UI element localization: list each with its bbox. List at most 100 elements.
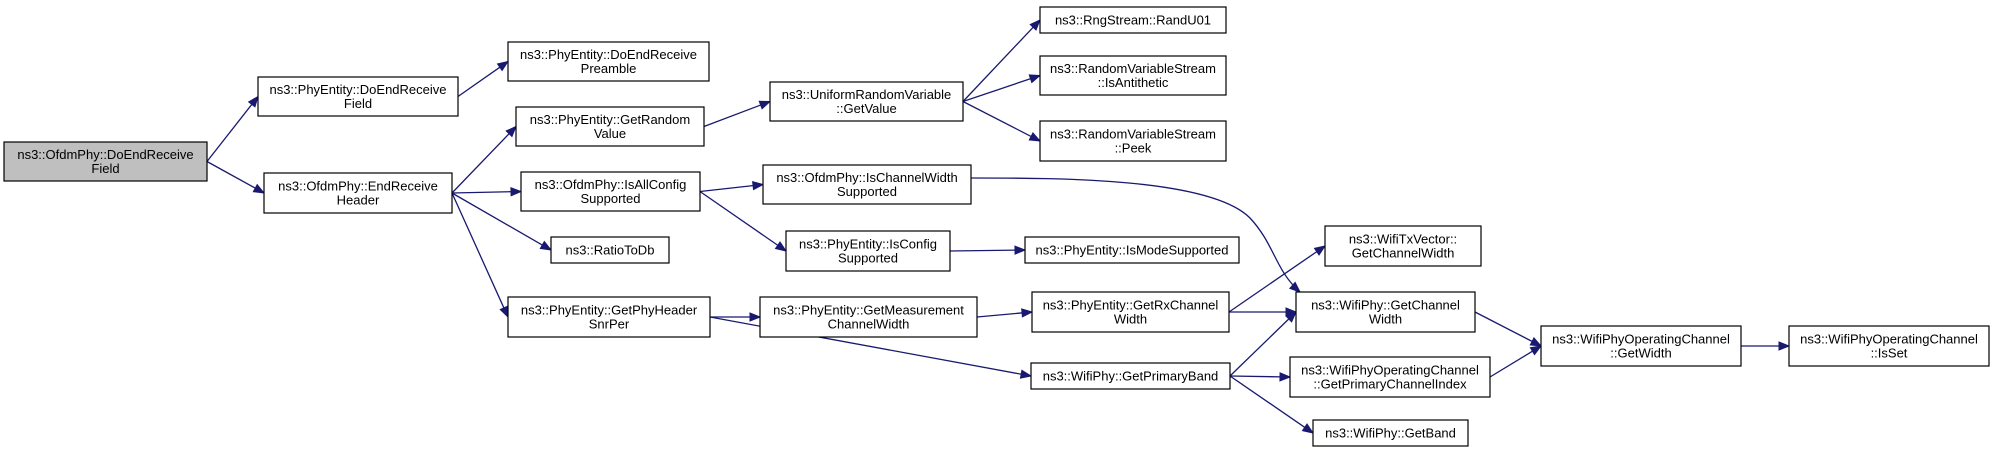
node-box bbox=[1031, 291, 1230, 333]
node-box bbox=[1540, 325, 1742, 367]
node-rngstream-randu01[interactable]: ns3::RngStream::RandU01 bbox=[1039, 6, 1227, 34]
node-label: ns3::PhyEntity::IsModeSupported bbox=[1036, 243, 1229, 258]
node-box bbox=[515, 106, 705, 147]
node-uniformrandomvariable-getvalue[interactable]: ns3::UniformRandomVariable::GetValue bbox=[769, 81, 964, 122]
node-phyentity-getmeasurementchannelwidth[interactable]: ns3::PhyEntity::GetMeasurementChannelWid… bbox=[759, 296, 978, 338]
edge-n19-n18 bbox=[1229, 311, 1297, 377]
node-wifiphy-getprimaryband[interactable]: ns3::WifiPhy::GetPrimaryBand bbox=[1030, 362, 1231, 390]
node-box bbox=[762, 164, 972, 205]
edge-line bbox=[1489, 350, 1534, 378]
node-label: ns3::WifiPhyOperatingChannel bbox=[1552, 332, 1730, 347]
node-label: Preamble bbox=[581, 61, 637, 76]
edge-arrowhead bbox=[1288, 281, 1302, 293]
node-wifiphyoperatingchannel-isset[interactable]: ns3::WifiPhyOperatingChannel::IsSet bbox=[1788, 325, 1990, 367]
edge-n10-n18 bbox=[970, 177, 1302, 293]
node-label: ns3::WifiPhyOperatingChannel bbox=[1301, 363, 1479, 378]
edge-arrowhead bbox=[1028, 131, 1042, 142]
edge-n3-n14 bbox=[451, 192, 509, 319]
node-box bbox=[1324, 225, 1482, 267]
node-label: ns3::RandomVariableStream bbox=[1050, 61, 1216, 76]
edge-line bbox=[206, 103, 253, 162]
node-label: ns3::PhyEntity::DoEndReceive bbox=[269, 82, 446, 97]
edge-n11-n12 bbox=[949, 245, 1027, 255]
node-wifiphy-getband[interactable]: ns3::WifiPhy::GetBand bbox=[1312, 419, 1469, 447]
node-label: ::GetWidth bbox=[1610, 346, 1671, 361]
node-label: ns3::PhyEntity::GetPhyHeader bbox=[521, 303, 698, 318]
node-box bbox=[1024, 236, 1240, 264]
edge-n5-n7 bbox=[962, 74, 1042, 103]
node-wifiphy-getchannelwidth[interactable]: ns3::WifiPhy::GetChannelWidth bbox=[1295, 291, 1476, 333]
edge-n3-n9 bbox=[451, 186, 523, 197]
edge-line bbox=[699, 184, 755, 193]
edge-line bbox=[457, 66, 501, 98]
node-box bbox=[1312, 419, 1469, 447]
edge-n1-n2 bbox=[457, 60, 510, 98]
node-box bbox=[1039, 55, 1227, 96]
node-ratiotodb[interactable]: ns3::RatioToDb bbox=[550, 236, 670, 264]
node-phyentity-ismodesupported[interactable]: ns3::PhyEntity::IsModeSupported bbox=[1024, 236, 1240, 264]
edge-arrowhead bbox=[499, 305, 509, 319]
edge-line bbox=[962, 100, 1033, 138]
edge-n0-n3 bbox=[206, 160, 266, 194]
node-box bbox=[1030, 362, 1231, 390]
edge-line bbox=[451, 192, 544, 247]
edge-n0-n1 bbox=[206, 95, 259, 162]
edge-arrowhead bbox=[1301, 423, 1315, 434]
node-wifitxvector-getchannelwidth[interactable]: ns3::WifiTxVector::GetChannelWidth bbox=[1324, 225, 1482, 267]
node-label: ns3::WifiPhy::GetBand bbox=[1325, 426, 1456, 441]
edge-arrowhead bbox=[749, 312, 762, 322]
node-label: ns3::UniformRandomVariable bbox=[782, 87, 952, 102]
edges-layer bbox=[206, 19, 1791, 434]
node-label: ::Peek bbox=[1115, 141, 1152, 156]
nodes-layer: ns3::OfdmPhy::DoEndReceiveFieldns3::PhyE… bbox=[3, 6, 1990, 447]
node-box bbox=[263, 172, 453, 214]
edge-arrowhead bbox=[752, 180, 765, 191]
node-wifiphyoperatingchannel-getprimarychannelindex[interactable]: ns3::WifiPhyOperatingChannel::GetPrimary… bbox=[1289, 356, 1491, 398]
node-label: GetChannelWidth bbox=[1352, 246, 1455, 261]
node-randomvariablestream-isantithetic[interactable]: ns3::RandomVariableStream::IsAntithetic bbox=[1039, 55, 1227, 96]
edge-n3-n13 bbox=[451, 192, 553, 251]
node-label: ns3::PhyEntity::DoEndReceive bbox=[520, 47, 697, 62]
node-box bbox=[759, 296, 978, 338]
node-label: Value bbox=[594, 126, 626, 141]
edge-arrowhead bbox=[496, 60, 510, 72]
edge-arrowhead bbox=[1285, 311, 1297, 323]
edge-n18-n22 bbox=[1474, 311, 1543, 347]
edge-n20-n22 bbox=[1489, 345, 1543, 378]
node-label: ns3::RngStream::RandU01 bbox=[1055, 13, 1211, 28]
node-label: Supported bbox=[581, 191, 641, 206]
edge-n22-n23 bbox=[1741, 341, 1791, 351]
node-label: ::GetPrimaryChannelIndex bbox=[1313, 377, 1467, 392]
edge-line bbox=[1229, 375, 1306, 429]
node-box bbox=[785, 230, 951, 272]
edge-arrowhead bbox=[1778, 341, 1791, 351]
edge-n16-n18 bbox=[1229, 307, 1298, 317]
node-label: ns3::RatioToDb bbox=[566, 243, 655, 258]
node-label: ns3::WifiPhyOperatingChannel bbox=[1800, 332, 1978, 347]
edge-line bbox=[1474, 311, 1534, 343]
edge-arrowhead bbox=[505, 125, 517, 138]
edge-line bbox=[451, 191, 513, 194]
edge-n15-n16 bbox=[976, 308, 1034, 318]
edge-arrowhead bbox=[1313, 245, 1327, 256]
node-label: ChannelWidth bbox=[828, 317, 910, 332]
node-randomvariablestream-peek[interactable]: ns3::RandomVariableStream::Peek bbox=[1039, 120, 1227, 162]
node-box bbox=[769, 81, 964, 122]
edge-arrowhead bbox=[252, 183, 266, 194]
node-label: ns3::PhyEntity::GetRandom bbox=[530, 112, 690, 127]
node-wifiphyoperatingchannel-getwidth[interactable]: ns3::WifiPhyOperatingChannel::GetWidth bbox=[1540, 325, 1742, 367]
edge-arrowhead bbox=[774, 241, 788, 252]
edge-arrowhead bbox=[539, 240, 553, 251]
edge-n9-n11 bbox=[699, 190, 788, 252]
